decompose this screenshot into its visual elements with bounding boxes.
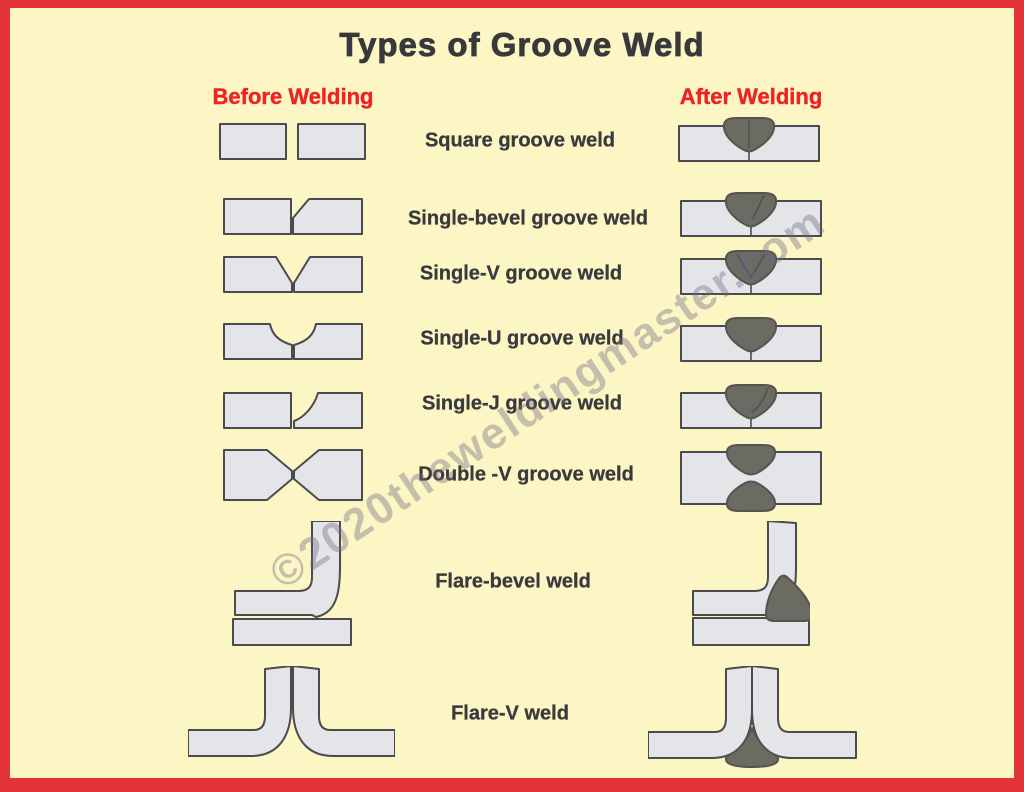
weld-bead: [724, 192, 778, 228]
bent-plate-right: [292, 666, 395, 757]
before-flare-bevel-shape: [232, 521, 352, 646]
page-title: Types of Groove Weld: [339, 26, 705, 64]
v-lines-through-bead: [736, 253, 766, 279]
before-single-j-shape: [223, 392, 363, 429]
steel-plate-left: [223, 198, 292, 235]
column-header-after: After Welding: [679, 84, 823, 109]
steel-plate-right: [297, 123, 366, 160]
j-line-through-bead: [751, 387, 769, 413]
before-single-bevel-shape: [223, 198, 363, 235]
steel-plate-right: [293, 256, 363, 293]
row-label-single-u: Single-U groove weld: [420, 327, 624, 350]
bent-plate: [234, 521, 341, 618]
after-single-bevel-shape: [680, 192, 822, 237]
before-single-u-shape: [223, 323, 363, 360]
steel-plate-left: [223, 256, 293, 293]
row-label-single-j: Single-J groove weld: [421, 392, 623, 415]
steel-plate-left: [223, 449, 293, 501]
bent-plate-left: [648, 666, 753, 759]
row-label-double-v: Double -V groove weld: [418, 463, 634, 486]
column-header-before: Before Welding: [212, 84, 374, 109]
weld-bead: [724, 250, 778, 286]
after-single-v-shape: [680, 250, 822, 295]
after-double-v-shape: [680, 444, 822, 512]
steel-plate-left: [219, 123, 287, 160]
steel-plate-right: [293, 392, 363, 429]
weld-bead: [724, 384, 778, 420]
steel-plate-right: [292, 198, 363, 235]
after-flare-bevel-shape: [692, 521, 810, 646]
weld-bead: [724, 727, 780, 768]
bent-plate-right: [751, 666, 857, 759]
row-label-flare-bevel: Flare-bevel weld: [435, 570, 591, 593]
weld-bead-top: [725, 444, 777, 476]
bent-plate-left: [188, 666, 292, 757]
bevel-line-through-bead: [752, 194, 765, 220]
before-double-v-shape: [223, 449, 363, 501]
before-square-groove-shape: [219, 123, 366, 160]
after-flare-v-shape: [648, 666, 857, 768]
weld-bead: [765, 574, 810, 622]
after-single-u-shape: [680, 317, 822, 362]
base-plate: [232, 618, 352, 646]
before-single-v-shape: [223, 256, 363, 293]
base-plate: [692, 617, 810, 646]
weld-bead-bottom: [725, 480, 777, 512]
steel-plate-right: [293, 449, 363, 501]
row-label-square: Square groove weld: [424, 129, 616, 152]
row-label-single-bevel: Single-bevel groove weld: [407, 207, 649, 230]
before-flare-v-shape: [188, 666, 395, 757]
steel-plate-left: [223, 392, 292, 429]
steel-plate-right: [293, 323, 363, 360]
row-label-single-v: Single-V groove weld: [419, 262, 623, 285]
after-single-j-shape: [680, 384, 822, 429]
row-label-flare-v: Flare-V weld: [451, 702, 569, 725]
steel-plate-left: [223, 323, 293, 360]
weld-bead: [724, 317, 778, 353]
after-square-groove-shape: [678, 117, 820, 162]
